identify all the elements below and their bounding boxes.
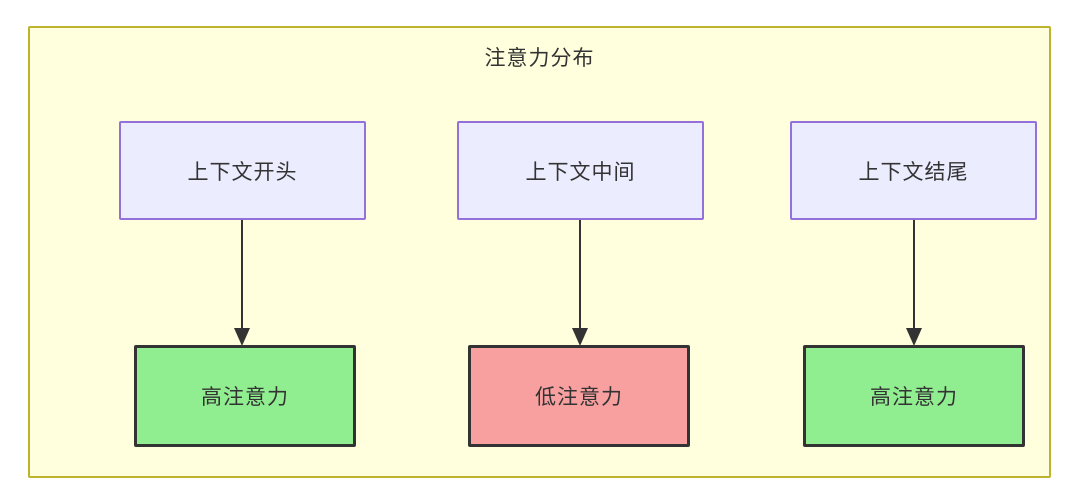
node-context-end-label: 上下文结尾 [858, 160, 969, 184]
node-context-start[interactable]: 上下文开头 [119, 121, 366, 220]
subgraph-title: 注意力分布 [484, 47, 595, 70]
node-attention-high-start-label: 高注意力 [201, 386, 289, 409]
edge-context-middle-to-attention-low [569, 220, 591, 347]
arrow-down-icon [906, 220, 922, 346]
node-context-middle[interactable]: 上下文中间 [457, 121, 704, 220]
attention-distribution-subgraph: 注意力分布 上下文开头 上下文中间 上下文结尾 [28, 26, 1051, 478]
node-context-end[interactable]: 上下文结尾 [790, 121, 1037, 220]
edge-context-end-to-attention-high [903, 220, 925, 347]
arrow-down-icon [572, 220, 588, 346]
node-attention-low-middle-label: 低注意力 [535, 386, 623, 409]
edge-context-start-to-attention-high [231, 220, 253, 347]
node-attention-high-end[interactable]: 高注意力 [803, 345, 1025, 447]
node-context-middle-label: 上下文中间 [525, 160, 636, 184]
node-attention-low-middle[interactable]: 低注意力 [468, 345, 690, 447]
node-attention-high-start[interactable]: 高注意力 [134, 345, 356, 447]
node-context-start-label: 上下文开头 [187, 160, 298, 184]
node-attention-high-end-label: 高注意力 [870, 386, 958, 409]
arrow-down-icon [234, 220, 250, 346]
